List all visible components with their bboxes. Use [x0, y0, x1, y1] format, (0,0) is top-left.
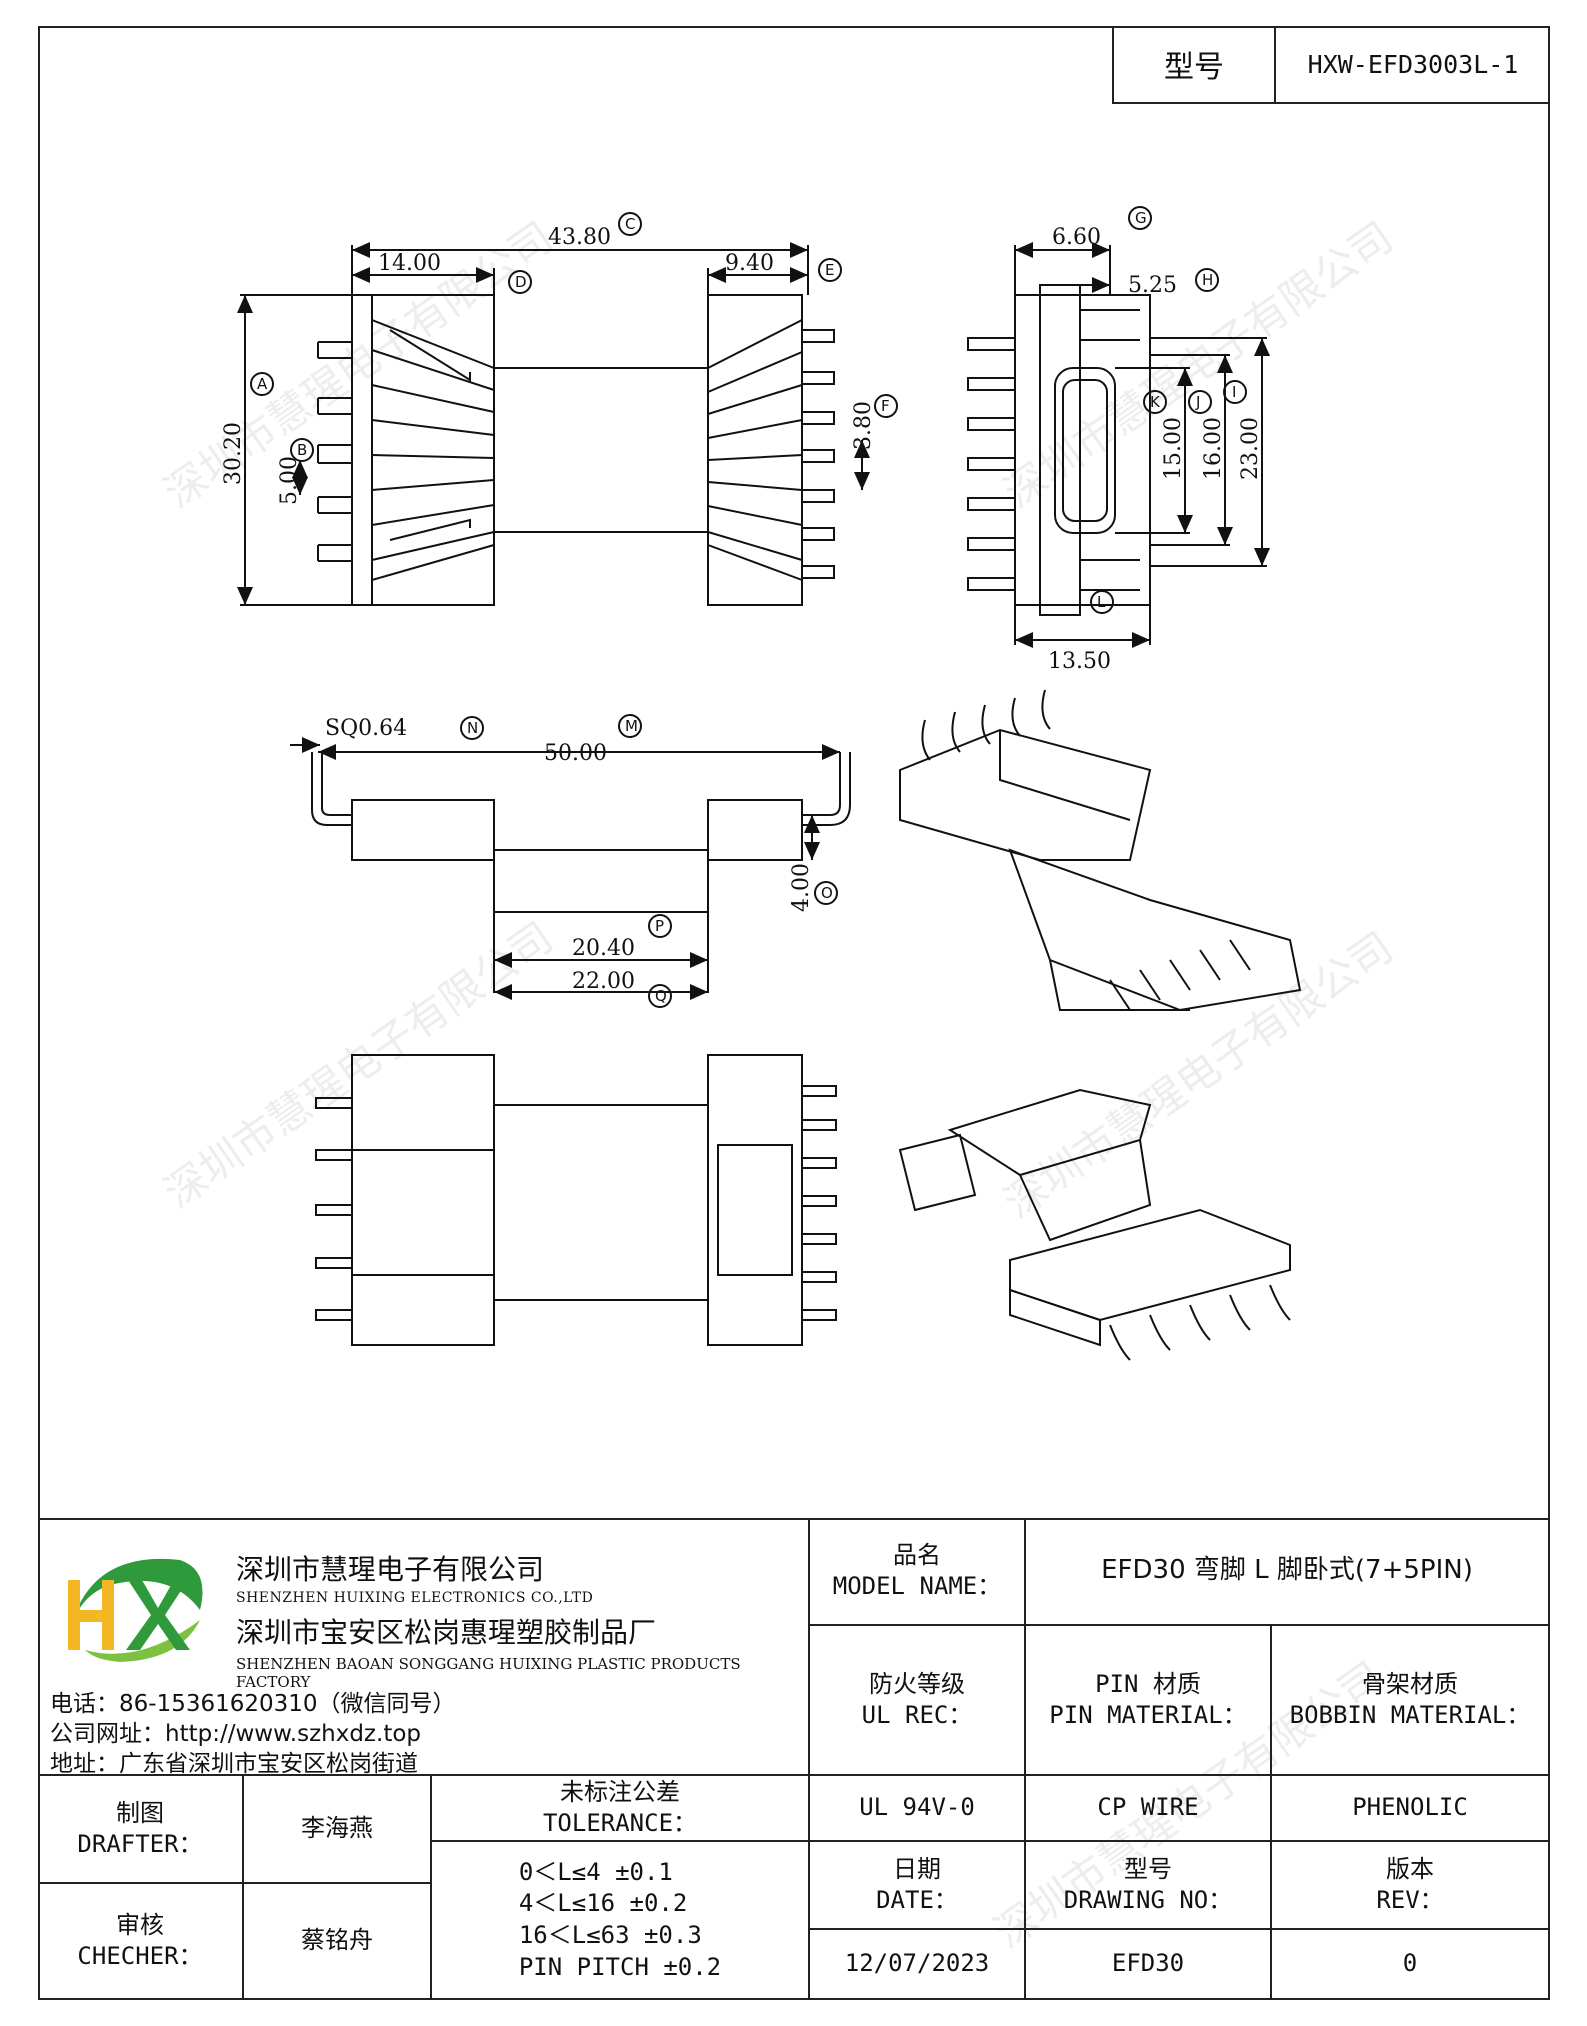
marker-n: N [460, 716, 484, 740]
date-value: 12/07/2023 [810, 1930, 1026, 2000]
tolerance-line: PIN PITCH ±0.2 [518, 1952, 722, 1981]
isometric-view-1 [899, 689, 1302, 1012]
dim-4-00: 4.00 [789, 863, 814, 912]
dim-sq0-64: SQ0.64 [325, 716, 407, 741]
marker-p: P [648, 914, 672, 938]
dimension-markers: C D E A B F G H K J I L N M O P Q [250, 206, 1247, 1008]
marker-a: A [250, 372, 274, 396]
marker-m: M [618, 714, 642, 738]
svg-text:F: F [881, 397, 890, 415]
company-info: 深圳市慧瑆电子有限公司 SHENZHEN HUIXING ELECTRONICS… [38, 1518, 810, 1777]
company-address: 地址：广东省深圳市宝安区松岗街道 [50, 1751, 418, 1777]
marker-o: O [814, 881, 838, 905]
svg-text:E: E [825, 261, 834, 279]
top-view [315, 1054, 837, 1346]
dim-13-50: 13.50 [1048, 649, 1111, 674]
model-number-box: 型号 HXW-EFD3003L-1 [1112, 26, 1550, 104]
company-logo [68, 1558, 203, 1662]
model-label: 型号 [1114, 26, 1276, 102]
dim-6-60: 6.60 [1052, 225, 1101, 250]
marker-f: F [874, 394, 898, 418]
marker-i: I [1223, 380, 1247, 404]
technical-drawing: 43.80 14.00 9.40 30.20 5.00 3.80 6.60 5.… [221, 206, 1302, 1361]
bottom-view [290, 737, 851, 1000]
factory-name-en: SHENZHEN BAOAN SONGGANG HUIXING PLASTIC … [236, 1655, 741, 1691]
dim-30-20: 30.20 [221, 422, 246, 485]
svg-text:A: A [257, 375, 268, 393]
dim-43-80: 43.80 [548, 225, 611, 250]
svg-text:I: I [1232, 383, 1236, 401]
isometric-view-2 [898, 1088, 1291, 1361]
svg-text:G: G [1135, 209, 1147, 227]
svg-text:H: H [1202, 271, 1213, 289]
drafter-value: 李海燕 [244, 1776, 432, 1884]
ul-rec-value: UL 94V-0 [810, 1776, 1026, 1842]
tolerance-values: 0＜L≤4 ±0.1 4＜L≤16 ±0.2 16＜L≤63 ±0.3 PIN … [432, 1842, 810, 2000]
title-block: 深圳市慧瑆电子有限公司 SHENZHEN HUIXING ELECTRONICS… [38, 1518, 1550, 2000]
dim-20-40: 20.40 [572, 936, 635, 961]
marker-h: H [1195, 268, 1219, 292]
marker-j: J [1188, 390, 1212, 414]
rev-value: 0 [1272, 1930, 1550, 2000]
company-website: 公司网址：http://www.szhxdz.top [50, 1721, 422, 1747]
dim-15-00: 15.00 [1161, 417, 1186, 480]
dim-3-80: 3.80 [851, 401, 876, 450]
svg-text:P: P [655, 917, 664, 935]
dim-23-00: 23.00 [1238, 417, 1263, 480]
pin-material-value: CP WIRE [1026, 1776, 1272, 1842]
checker-value: 蔡铭舟 [244, 1884, 432, 2000]
marker-b: B [290, 438, 314, 462]
model-name-value: EFD30 弯脚 L 脚卧式(7+5PIN) [1026, 1518, 1550, 1626]
company-name-en: SHENZHEN HUIXING ELECTRONICS CO.,LTD [236, 1590, 594, 1606]
svg-text:M: M [625, 717, 638, 735]
side-view [967, 242, 1270, 648]
marker-d: D [508, 270, 532, 294]
model-value: HXW-EFD3003L-1 [1307, 49, 1519, 79]
svg-text:L: L [1097, 593, 1106, 611]
svg-text:O: O [821, 884, 833, 902]
marker-c: C [618, 212, 642, 236]
dim-5-00: 5.00 [277, 456, 302, 505]
svg-text:C: C [625, 215, 635, 233]
company-phone: 电话：86-15361620310（微信同号） [50, 1691, 456, 1717]
svg-text:N: N [467, 719, 478, 737]
svg-text:B: B [297, 441, 307, 459]
marker-q: Q [648, 984, 672, 1008]
dim-16-00: 16.00 [1201, 417, 1226, 480]
tolerance-line: 4＜L≤16 ±0.2 [518, 1889, 688, 1918]
tolerance-line: 16＜L≤63 ±0.3 [518, 1921, 702, 1949]
bobbin-material-value: PHENOLIC [1272, 1776, 1550, 1842]
svg-text:D: D [515, 273, 527, 291]
marker-k: K [1143, 390, 1167, 414]
marker-e: E [818, 258, 842, 282]
dim-14-00: 14.00 [378, 251, 441, 276]
dim-9-40: 9.40 [725, 251, 774, 276]
marker-g: G [1128, 206, 1152, 230]
tolerance-line: 0＜L≤4 ±0.1 [518, 1857, 673, 1886]
company-name-cn: 深圳市慧瑆电子有限公司 [236, 1553, 545, 1586]
svg-text:K: K [1150, 393, 1161, 411]
factory-name-cn: 深圳市宝安区松岗惠瑆塑胶制品厂 [236, 1616, 657, 1649]
marker-l: L [1090, 590, 1114, 614]
front-view [237, 242, 870, 606]
dim-5-25: 5.25 [1128, 273, 1177, 298]
drawing-no-value: EFD30 [1026, 1930, 1272, 2000]
dim-50-00: 50.00 [544, 741, 607, 766]
dim-22-00: 22.00 [572, 969, 635, 994]
svg-text:J: J [1195, 393, 1200, 411]
svg-text:Q: Q [655, 987, 667, 1005]
